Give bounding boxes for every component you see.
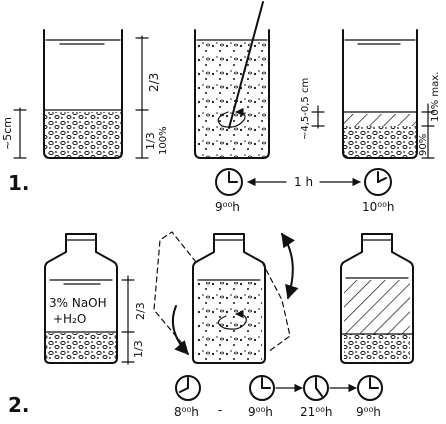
- beaker-3: [342, 29, 418, 159]
- clock-icon: [364, 168, 392, 196]
- height-dimension: ~5cm: [1, 107, 27, 159]
- suspension: [196, 282, 262, 362]
- beaker-outline: [342, 29, 418, 159]
- tilt-left-outline: [153, 231, 197, 349]
- clock-t1: 8⁰⁰h: [174, 375, 201, 419]
- naoh-label: 3% NaOH: [49, 296, 107, 310]
- fine-fraction-layer: [344, 114, 416, 126]
- bottle-3: [340, 233, 414, 364]
- bottle-outline: [192, 233, 266, 364]
- clock-icon: [357, 375, 383, 401]
- bottle-outline: [340, 233, 414, 364]
- clock-icon: [303, 375, 329, 401]
- clock-icon: [215, 168, 243, 196]
- step-2-label: 2.: [8, 393, 30, 417]
- stirring-rod: [228, 1, 264, 129]
- mixing-arrow: [217, 309, 247, 330]
- step-1-label: 1.: [8, 171, 30, 195]
- two-thirds-label: 2/3: [134, 302, 147, 320]
- clock-start: 9⁰⁰h: [215, 168, 243, 214]
- ninety-percent-label: 90%: [418, 134, 429, 156]
- clock-t3: 21⁰⁰h: [300, 375, 333, 419]
- bottle-outline: [44, 233, 118, 364]
- clock-t3-time: 21⁰⁰h: [300, 405, 333, 419]
- suspension: [196, 42, 268, 157]
- clock-icon: [175, 375, 201, 401]
- rotation-arrow-right: [281, 232, 299, 300]
- clock-t2-time: 9⁰⁰h: [248, 405, 273, 419]
- rotation-arrow-left: [172, 305, 189, 356]
- thickness-dimension: ~4,5-0,5 cm: [300, 78, 325, 140]
- sediment-layer: [46, 333, 116, 361]
- clock-icon: [249, 375, 275, 401]
- beaker-1: [43, 29, 123, 159]
- clock-end-time: 10⁰⁰h: [362, 200, 395, 214]
- one-third-label: 1/3: [132, 340, 145, 358]
- beaker-outline: [194, 29, 270, 159]
- fraction-dimension: 2/3 1/3 100%: [135, 35, 169, 159]
- sediment-layer: [45, 112, 122, 157]
- interval-label: 1 h: [294, 175, 313, 189]
- clock-t4: 9⁰⁰h: [356, 375, 383, 419]
- stirring-arrow: [217, 107, 246, 128]
- clock-dash: -: [218, 403, 222, 417]
- fraction-percent-dimension: 10% max. 90%: [418, 72, 441, 159]
- clock-t2: 9⁰⁰h: [248, 375, 275, 419]
- clock-end: 10⁰⁰h: [362, 168, 395, 214]
- two-thirds-label: 2/3: [147, 73, 161, 92]
- sand-layer: [344, 334, 410, 361]
- clock-t4-time: 9⁰⁰h: [356, 405, 381, 419]
- ten-percent-label: 10% max.: [430, 72, 441, 122]
- thickness-label: ~4,5-0,5 cm: [300, 78, 311, 140]
- bottle-1-dimension: 2/3 1/3: [121, 275, 147, 365]
- clock-t1-time: 8⁰⁰h: [174, 405, 199, 419]
- one-third-label: 1/3: [144, 132, 157, 150]
- bottle-1: 3% NaOH +H₂O: [44, 233, 118, 364]
- percent-label: 100%: [158, 126, 169, 155]
- dispersed-clay-layer: [344, 280, 410, 334]
- clock-start-time: 9⁰⁰h: [215, 200, 240, 214]
- coarse-sediment-layer: [344, 126, 416, 157]
- height-label: ~5cm: [1, 117, 14, 150]
- water-label: +H₂O: [53, 312, 86, 326]
- tilt-right-outline: [261, 261, 291, 353]
- beaker-outline: [43, 29, 123, 159]
- bottle-2: [153, 231, 299, 364]
- beaker-2: [194, 1, 270, 159]
